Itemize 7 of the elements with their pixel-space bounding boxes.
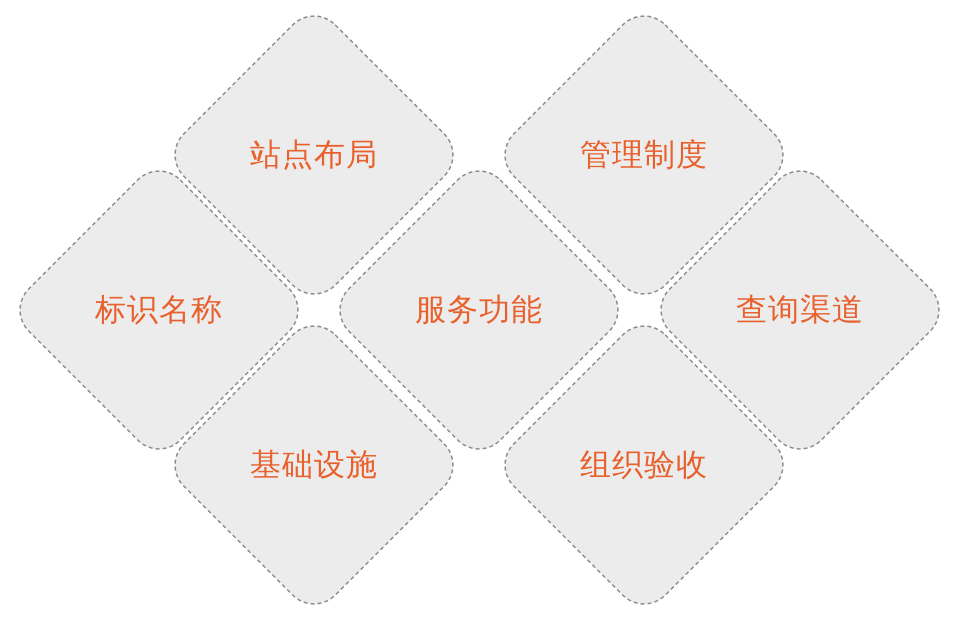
diamond-label: 管理制度: [580, 136, 708, 175]
diamond-label: 查询渠道: [736, 291, 864, 330]
diamond-label: 站点布局: [250, 136, 378, 175]
diamond-label: 基础设施: [250, 446, 378, 485]
diamond-label: 组织验收: [580, 446, 708, 485]
diamond-label: 服务功能: [415, 291, 543, 330]
diamond-label: 标识名称: [95, 291, 223, 330]
